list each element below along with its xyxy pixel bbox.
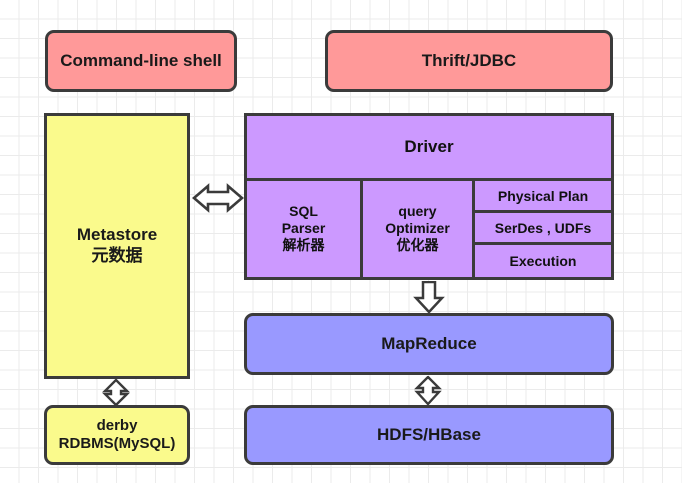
- arrow-driver-mapreduce-icon: [413, 281, 445, 313]
- node-sql-parser-line1: SQL: [289, 202, 318, 219]
- node-physical-plan[interactable]: Physical Plan: [475, 181, 611, 213]
- node-query-optimizer-line3: 优化器: [396, 237, 439, 254]
- node-sql-parser-text: SQL Parser 解析器: [282, 203, 326, 256]
- node-sql-parser-line3: 解析器: [282, 237, 325, 254]
- node-serdes-udfs-label: SerDes , UDFs: [494, 219, 592, 236]
- node-derby-text: derby RDBMS(MySQL): [59, 417, 176, 454]
- node-sql-parser[interactable]: SQL Parser 解析器: [247, 181, 363, 277]
- node-query-optimizer-line2: Optimizer: [385, 220, 450, 237]
- arrow-metastore-driver-icon: [192, 183, 244, 213]
- node-mapreduce-label: MapReduce: [381, 333, 477, 353]
- driver-stage-list: Physical Plan SerDes , UDFs Execution: [475, 181, 611, 277]
- node-derby-rdbms[interactable]: derby RDBMS(MySQL): [44, 405, 190, 465]
- arrow-mapreduce-hdfs-icon: [414, 376, 442, 405]
- node-thrift-jdbc[interactable]: Thrift/JDBC: [325, 30, 613, 92]
- node-hdfs-hbase-label: HDFS/HBase: [377, 424, 481, 444]
- driver-columns: SQL Parser 解析器 query Optimizer 优化器 Physi…: [247, 181, 611, 277]
- node-physical-plan-label: Physical Plan: [497, 187, 589, 204]
- node-execution-label: Execution: [509, 253, 577, 269]
- node-driver-label: Driver: [404, 137, 454, 156]
- node-derby-line2: RDBMS(MySQL): [58, 435, 176, 452]
- node-hdfs-hbase[interactable]: HDFS/HBase: [244, 405, 614, 465]
- arrow-metastore-derby-icon: [102, 379, 130, 406]
- node-metastore[interactable]: Metastore 元数据: [44, 113, 190, 379]
- node-query-optimizer-line1: query: [398, 202, 437, 219]
- node-thrift-jdbc-label: Thrift/JDBC: [421, 50, 517, 70]
- node-query-optimizer[interactable]: query Optimizer 优化器: [363, 181, 475, 277]
- node-mapreduce[interactable]: MapReduce: [244, 313, 614, 375]
- node-command-line-shell[interactable]: Command-line shell: [45, 30, 237, 92]
- node-driver-group[interactable]: Driver SQL Parser 解析器 query Optimizer 优化…: [244, 113, 614, 280]
- node-serdes-udfs[interactable]: SerDes , UDFs: [475, 213, 611, 245]
- node-command-line-shell-label: Command-line shell: [60, 50, 222, 70]
- node-metastore-text: Metastore 元数据: [77, 225, 157, 266]
- node-sql-parser-line2: Parser: [281, 220, 326, 237]
- node-derby-line1: derby: [96, 416, 138, 434]
- node-execution[interactable]: Execution: [475, 245, 611, 277]
- node-metastore-label-en: Metastore: [76, 225, 158, 245]
- node-metastore-label-zh: 元数据: [91, 246, 143, 266]
- node-driver-header: Driver: [247, 116, 611, 181]
- node-query-optimizer-text: query Optimizer 优化器: [385, 203, 450, 256]
